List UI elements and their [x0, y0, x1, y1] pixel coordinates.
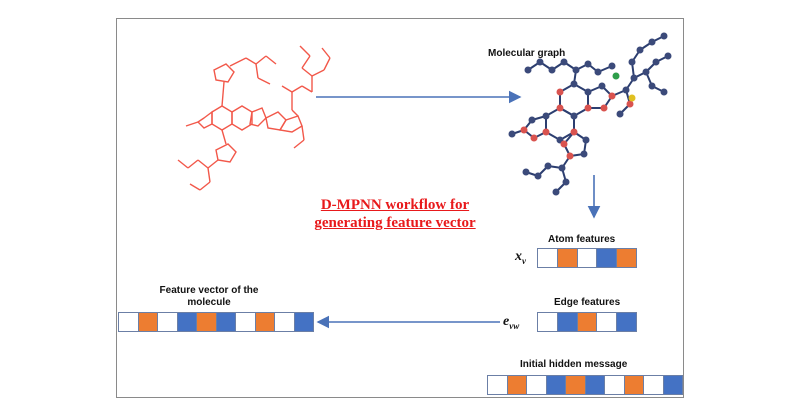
- vector-cell-white: [644, 376, 664, 394]
- hidden-message-vector: [487, 375, 683, 395]
- diagram-title-line2: generating feature vector: [314, 215, 476, 231]
- output-vector-label: Feature vector of the molecule: [148, 285, 270, 309]
- vector-cell-orange: [557, 249, 578, 267]
- vector-cell-blue: [216, 313, 236, 331]
- vector-cell-blue: [585, 376, 605, 394]
- edge-feature-vector: [537, 312, 637, 332]
- output-label-line1: Feature vector of the: [159, 285, 259, 296]
- hidden-message-label: Initial hidden message: [520, 359, 628, 370]
- vector-cell-blue: [294, 313, 313, 331]
- vector-cell-orange: [566, 376, 586, 394]
- vector-cell-white: [119, 313, 139, 331]
- vector-cell-blue: [557, 313, 578, 331]
- diagram-title-line1: D-MPNN workflow for: [320, 197, 470, 213]
- atom-feature-variable: xv: [515, 250, 526, 268]
- atom-var-subscript: v: [522, 255, 526, 266]
- atom-feature-vector: [537, 248, 637, 268]
- chemical-structure-drawing: [177, 45, 331, 191]
- vector-cell-orange: [138, 313, 158, 331]
- molecular-graph-label: Molecular graph: [488, 48, 566, 59]
- vector-cell-white: [527, 376, 547, 394]
- atom-features-label: Atom features: [548, 234, 616, 245]
- vector-cell-white: [577, 249, 598, 267]
- atom-var-symbol: x: [515, 249, 522, 264]
- vector-cell-white: [538, 313, 558, 331]
- edge-var-subscript: vw: [509, 320, 520, 331]
- vector-cell-orange: [617, 249, 636, 267]
- vector-cell-white: [275, 313, 295, 331]
- vector-cell-white: [597, 313, 618, 331]
- diagram-title: D-MPNN workflow for generating feature v…: [285, 196, 505, 232]
- vector-cell-orange: [577, 313, 598, 331]
- molecule-feature-vector: [118, 312, 314, 332]
- vector-cell-white: [236, 313, 256, 331]
- vector-cell-white: [538, 249, 558, 267]
- vector-cell-white: [488, 376, 508, 394]
- vector-cell-orange: [255, 313, 275, 331]
- vector-cell-orange: [624, 376, 644, 394]
- edge-feature-variable: evw: [503, 315, 519, 333]
- vector-cell-blue: [546, 376, 566, 394]
- vector-cell-blue: [597, 249, 618, 267]
- vector-cell-blue: [663, 376, 682, 394]
- edge-var-symbol: e: [503, 314, 510, 329]
- vector-cell-orange: [197, 313, 217, 331]
- vector-cell-white: [158, 313, 178, 331]
- vector-cell-blue: [617, 313, 636, 331]
- edge-features-label: Edge features: [554, 297, 621, 308]
- vector-cell-white: [605, 376, 625, 394]
- output-label-line2: molecule: [187, 297, 231, 308]
- molecular-graph-drawing: [508, 32, 672, 196]
- vector-cell-blue: [177, 313, 197, 331]
- vector-cell-orange: [507, 376, 527, 394]
